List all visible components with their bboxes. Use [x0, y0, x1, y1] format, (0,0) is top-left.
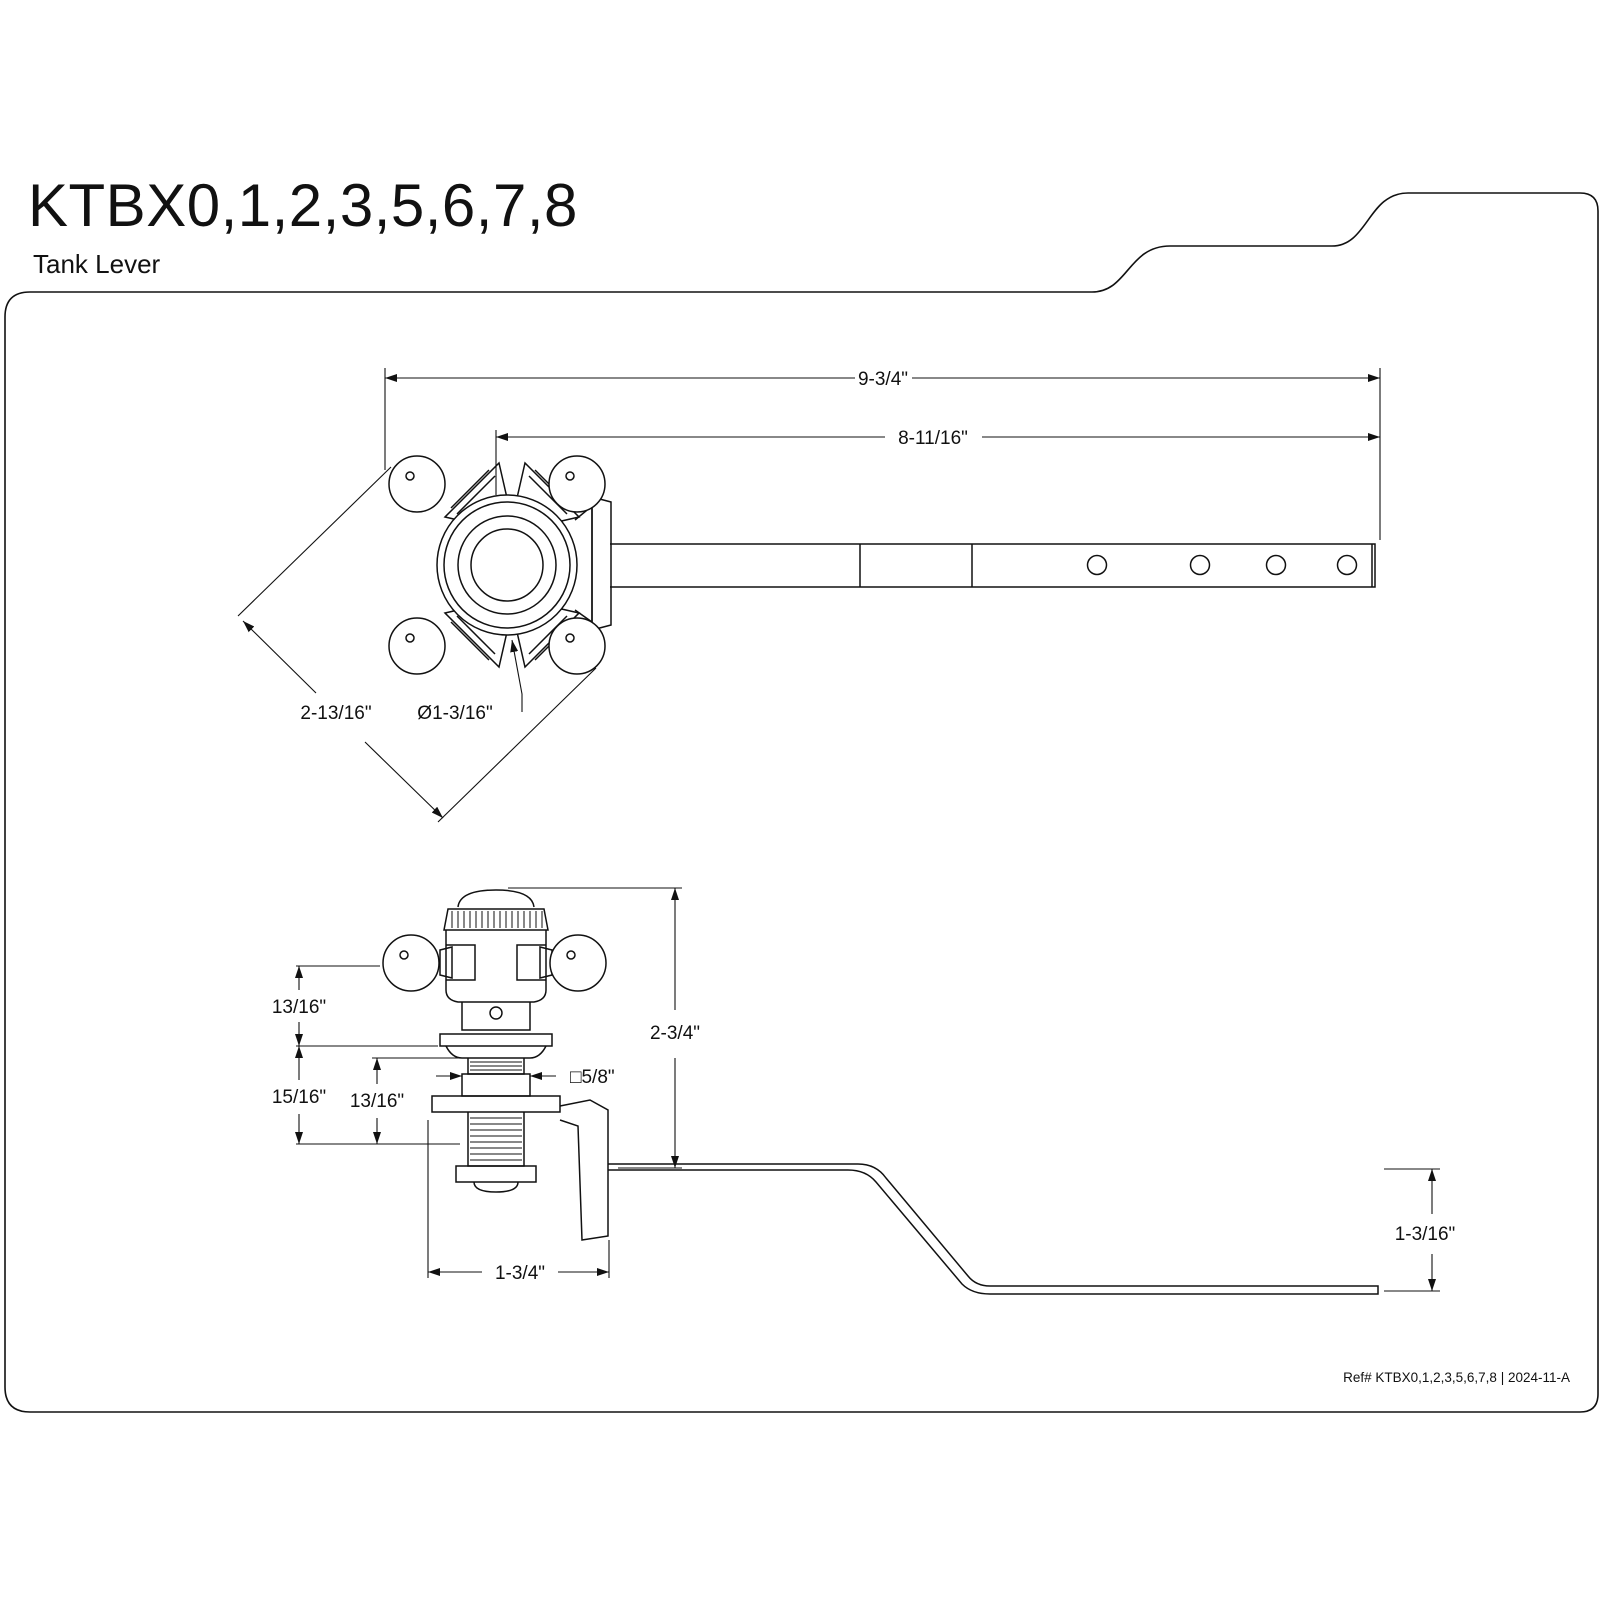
handle-ball [388, 617, 446, 675]
dim-arm-drop: 1-3/16" [1395, 1224, 1456, 1245]
dim-hub-diameter: Ø1-3/16" [417, 703, 492, 724]
mount-plate-side [431, 1095, 561, 1113]
reference-number: Ref# KTBX0,1,2,3,5,6,7,8 | 2024-11-A [1343, 1370, 1570, 1385]
knurling [451, 911, 543, 928]
dim-overall-length: 9-3/4" [858, 369, 908, 390]
handle-cap-side [457, 889, 535, 908]
drawing-subtitle: Tank Lever [33, 249, 161, 279]
arm-hole [1336, 554, 1358, 576]
dim-arm-length: 8-11/16" [898, 428, 968, 449]
side-view [382, 889, 1379, 1295]
dim-handle-height: 13/16" [272, 997, 326, 1018]
top-view [388, 455, 1376, 675]
dim-escutcheon-to-mount: 15/16" [272, 1087, 326, 1108]
dim-total-height: 2-3/4" [650, 1023, 700, 1044]
dim-nut-size: □5/8" [570, 1067, 615, 1088]
mount-plate-top [591, 496, 612, 631]
dim-base-width: 1-3/4" [495, 1263, 545, 1284]
handle-ball [548, 617, 606, 675]
drawing-frame [4, 192, 1599, 1413]
handle-ball [549, 934, 607, 992]
dim-handle-width: 2-13/16" [300, 703, 371, 724]
arm-hole [1265, 554, 1287, 576]
lever-arm-top [610, 543, 1376, 588]
arm-hole [1189, 554, 1211, 576]
drawing-title: KTBX0,1,2,3,5,6,7,8 [28, 172, 578, 239]
handle-ball [388, 455, 446, 513]
nut [461, 1073, 531, 1097]
cross-handle-top [388, 455, 606, 675]
dim-thread-length: 13/16" [350, 1091, 404, 1112]
arm-hole [1086, 554, 1108, 576]
set-screw [489, 1006, 503, 1020]
handle-ball [548, 455, 606, 513]
lever-bracket [559, 1099, 609, 1241]
escutcheon [439, 1033, 553, 1047]
top-view-dimensions [237, 368, 1381, 823]
handle-ball [382, 934, 440, 992]
lever-arm-side [608, 1163, 1379, 1295]
side-view-dimensions [295, 887, 1440, 1292]
